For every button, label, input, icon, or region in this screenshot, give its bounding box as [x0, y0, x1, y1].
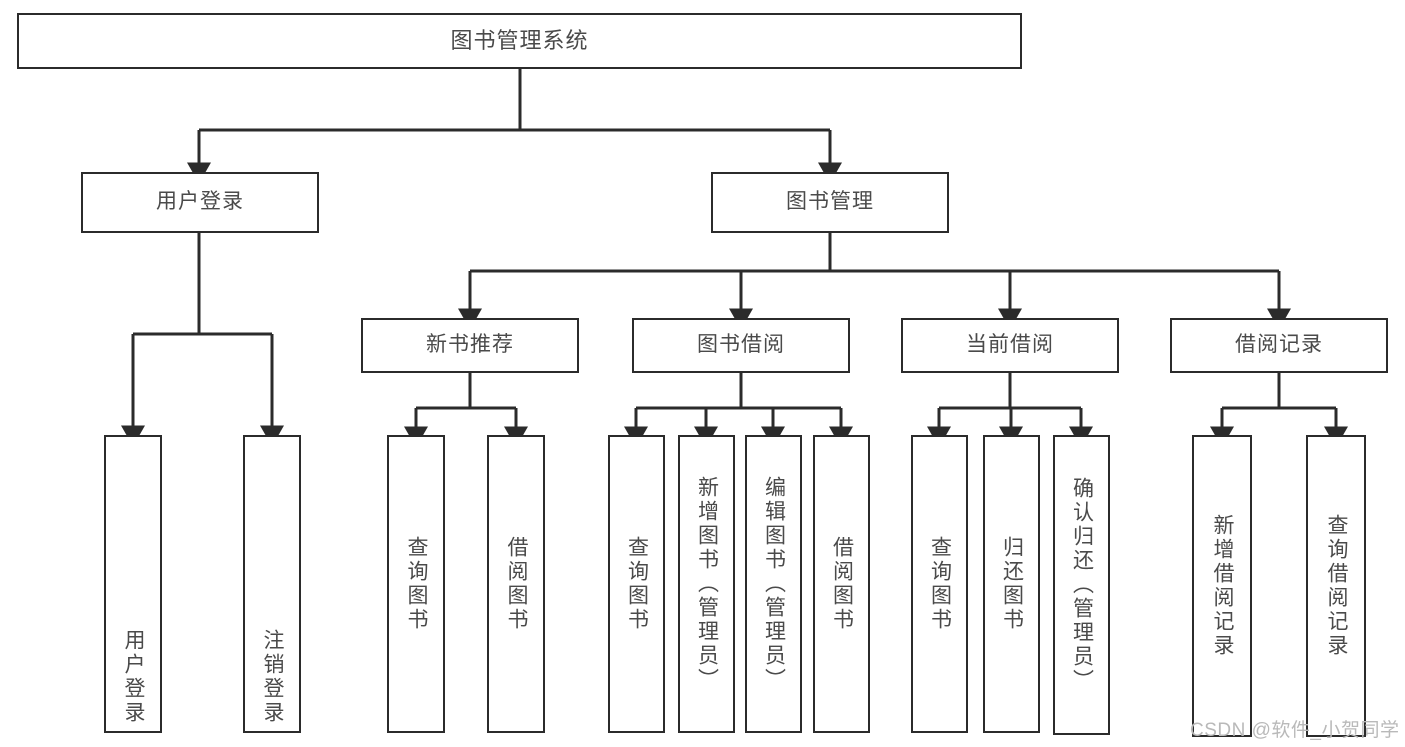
node-leaf-query-book-recommend[interactable]: 查询图书	[387, 435, 445, 733]
node-borrow-record-label: 借阅记录	[1235, 333, 1323, 357]
node-root-label: 图书管理系统	[450, 28, 589, 54]
node-current-borrow[interactable]: 当前借阅	[901, 318, 1119, 373]
node-leaf-add-borrow-record-label: 新增借阅记录	[1211, 514, 1235, 658]
node-leaf-confirm-return[interactable]: 确认归还（管理员）	[1053, 435, 1110, 735]
node-leaf-return-book-label: 归还图书	[1000, 536, 1024, 632]
node-root[interactable]: 图书管理系统	[17, 13, 1022, 69]
node-leaf-user-login[interactable]: 用户登录	[104, 435, 162, 733]
node-book-manage[interactable]: 图书管理	[711, 172, 949, 233]
node-user-login[interactable]: 用户登录	[81, 172, 319, 233]
node-leaf-edit-book[interactable]: 编辑图书（管理员）	[745, 435, 802, 733]
node-leaf-logout[interactable]: 注销登录	[243, 435, 301, 733]
node-leaf-add-book-label: 新增图书（管理员）	[695, 476, 719, 692]
node-leaf-edit-book-label: 编辑图书（管理员）	[762, 476, 786, 692]
node-leaf-user-login-label: 用户登录	[122, 629, 146, 725]
node-leaf-logout-label: 注销登录	[261, 629, 285, 725]
node-leaf-borrow-book-label: 借阅图书	[830, 536, 854, 632]
node-leaf-query-book-recommend-label: 查询图书	[405, 536, 429, 632]
watermark-label: CSDN @软件_小贺同学	[1190, 720, 1400, 741]
node-leaf-add-book[interactable]: 新增图书（管理员）	[678, 435, 735, 733]
node-leaf-query-book-current[interactable]: 查询图书	[911, 435, 968, 733]
node-leaf-query-book-current-label: 查询图书	[928, 536, 952, 632]
node-leaf-borrow-book-recommend-label: 借阅图书	[505, 536, 529, 632]
node-leaf-query-book-borrow[interactable]: 查询图书	[608, 435, 665, 733]
node-leaf-confirm-return-label: 确认归还（管理员）	[1070, 477, 1094, 693]
node-borrow-record[interactable]: 借阅记录	[1170, 318, 1388, 373]
node-leaf-query-book-borrow-label: 查询图书	[625, 536, 649, 632]
node-leaf-borrow-book[interactable]: 借阅图书	[813, 435, 870, 733]
node-user-login-label: 用户登录	[156, 190, 244, 214]
node-book-manage-label: 图书管理	[786, 190, 874, 214]
node-leaf-return-book[interactable]: 归还图书	[983, 435, 1040, 733]
node-current-borrow-label: 当前借阅	[966, 333, 1054, 357]
node-new-book-recommend[interactable]: 新书推荐	[361, 318, 579, 373]
node-leaf-borrow-book-recommend[interactable]: 借阅图书	[487, 435, 545, 733]
node-leaf-add-borrow-record[interactable]: 新增借阅记录	[1192, 435, 1252, 737]
node-new-book-recommend-label: 新书推荐	[426, 333, 514, 357]
node-leaf-query-borrow-record-label: 查询借阅记录	[1325, 514, 1349, 658]
node-leaf-query-borrow-record[interactable]: 查询借阅记录	[1306, 435, 1366, 737]
node-book-borrow[interactable]: 图书借阅	[632, 318, 850, 373]
node-book-borrow-label: 图书借阅	[697, 333, 785, 357]
